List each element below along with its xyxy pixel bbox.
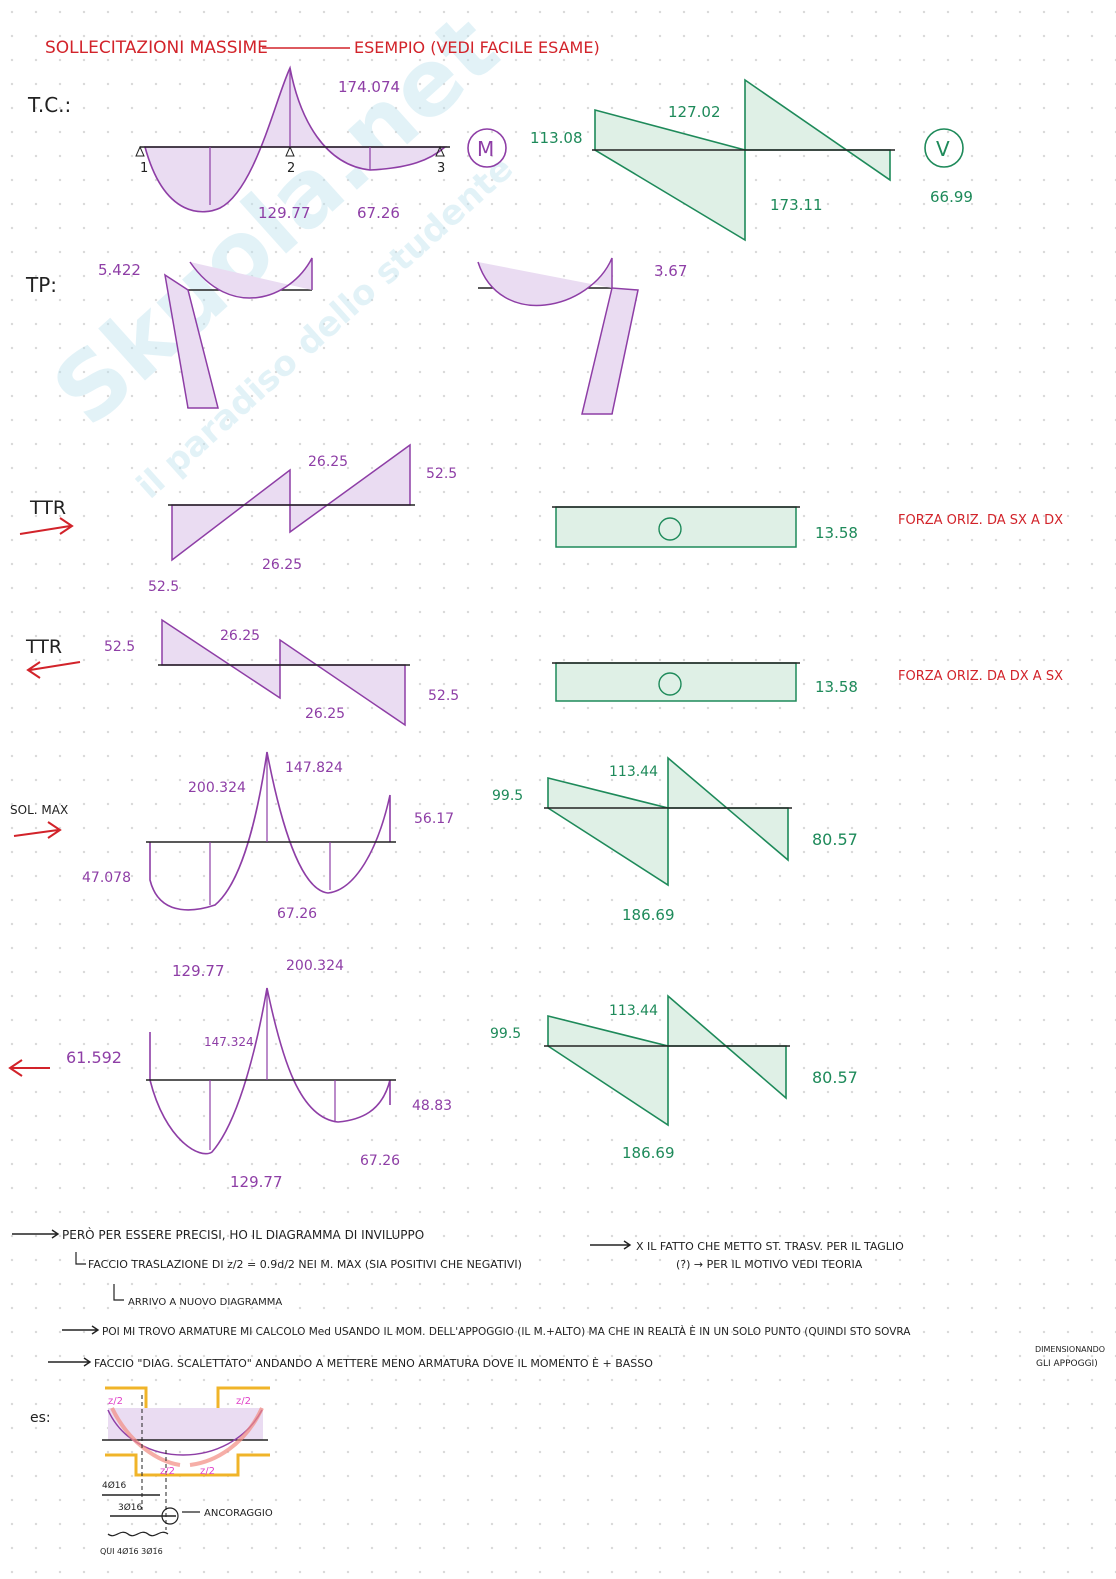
ttr2-shear-diagram [552,662,800,702]
tp-left-value: 5.422 [98,261,141,279]
solmax2-v-mid-bottom: 186.69 [622,1144,675,1162]
ttr2-label: TTR [25,636,62,658]
example-z2-bottom-right: z/2 [200,1466,215,1477]
tp-right-diagram [477,257,639,415]
tc-m-badge: M [477,137,494,161]
ttr1-top-right: 52.5 [426,466,457,482]
note-line2: FACCIO TRASLAZIONE DI z/2 = 0.9d/2 NEI M… [88,1258,522,1271]
solmax1-peak2: 147.824 [285,760,343,776]
note-line1: PERÒ PER ESSERE PRECISI, HO IL DIAGRAMMA… [62,1227,424,1242]
ttr1-bottom-left: 52.5 [148,579,179,595]
note-line3: ARRIVO A NUOVO DIAGRAMMA [128,1297,282,1308]
tc-support-3: 3 [437,161,445,176]
notes-block: PERÒ PER ESSERE PRECISI, HO IL DIAGRAMMA… [12,1227,1105,1370]
ttr2-bottom-right: 52.5 [428,688,459,704]
ttr2-note: FORZA ORIZ. DA DX A SX [898,669,1063,684]
tc-v-badge-circle [924,128,964,168]
solmax2-right: 48.83 [412,1098,452,1114]
example-bar2: 3Ø16 [118,1502,143,1513]
tc-m-peak: 174.074 [338,78,400,96]
ttr2-top-left: 52.5 [104,639,135,655]
ttr1-arrow-right-icon [19,517,74,535]
tc-shear-diagram [592,78,895,242]
tc-m-badge-circle [467,128,507,168]
solmax2-left: 61.592 [66,1048,122,1067]
solmax1-v-mid-top: 113.44 [609,764,658,780]
ttr1-label: TTR [29,497,66,519]
solmax1-arrow-right-icon [13,821,62,839]
solmax1-shear-diagram [544,756,792,887]
ttr2-mid-top: 26.25 [220,628,260,644]
solmax1-v-mid-bottom: 186.69 [622,906,675,924]
ttr1-shear-value: 13.58 [815,524,858,542]
tc-v-left: 113.08 [530,129,583,147]
note-line1-right: X IL FATTO CHE METTO ST. TRASV. PER IL T… [636,1240,904,1253]
solmax2-v-left: 99.5 [490,1026,521,1042]
solmax1-span2: 67.26 [277,906,317,922]
solmax1-moment-diagram [146,751,396,911]
page-title: SOLLECITAZIONI MASSIME [45,38,268,58]
ttr2-arrow-left-icon [26,661,81,679]
note-line4-end: DIMENSIONANDO [1035,1345,1105,1354]
tp-label: TP: [25,273,57,297]
solmax2-v-right: 80.57 [812,1068,858,1087]
solmax1-peak: 200.324 [188,780,246,796]
tc-support-1: 1 [140,161,148,176]
solmax1-span1: 129.77 [172,962,225,980]
example-anchor: ANCORAGGIO [204,1508,273,1519]
ttr1-mid-top: 26.25 [308,454,348,470]
solmax2-span2: 67.26 [360,1153,400,1169]
solmax1-right: 56.17 [414,811,454,827]
tc-support-2: 2 [287,161,295,176]
example-sketch [102,1386,270,1537]
note-line5-end: GLI APPOGGI) [1036,1359,1098,1369]
solmax1-v-right: 80.57 [812,830,858,849]
note-line5: FACCIO "DIAG. SCALETTATO" ANDANDO A METT… [94,1357,653,1370]
tc-v-mid-bottom: 173.11 [770,196,823,214]
title-suffix: ESEMPIO (VEDI FACILE ESAME) [354,38,600,57]
note-line1-right2: (?) → PER IL MOTIVO VEDI TEORIA [676,1258,863,1271]
example-z2-bottom-left: z/2 [160,1466,175,1477]
ttr2-shear-value: 13.58 [815,678,858,696]
solmax2-peak: 200.324 [286,958,344,974]
watermark: Skuola.net il paradiso dello studente [33,0,521,507]
ttr2-moment-diagram [158,618,410,727]
solmax2-peak2: 147.324 [204,1035,254,1049]
solmax1-label: SOL. MAX [10,803,68,817]
solmax2-v-mid-top: 113.44 [609,1003,658,1019]
ttr2-mid-bottom: 26.25 [305,706,345,722]
ttr1-mid-bottom: 26.25 [262,557,302,573]
example-bar3: QUI 4Ø16 3Ø16 [100,1546,163,1556]
tc-v-right: 66.99 [930,188,973,206]
tc-label: T.C.: [27,93,71,117]
tc-moment-diagram [135,65,450,213]
note-line4: POI MI TROVO ARMATURE MI CALCOLO Med USA… [102,1325,911,1338]
tc-m-span2: 67.26 [357,204,400,222]
tc-m-span1: 129.77 [258,204,311,222]
solmax2-moment-diagram [146,987,396,1155]
ttr1-note: FORZA ORIZ. DA SX A DX [898,513,1063,528]
tp-right-value: 3.67 [654,262,687,280]
tc-v-mid-top: 127.02 [668,103,721,121]
ttr1-shear-diagram [552,506,800,548]
solmax2-arrow-left-icon [8,1059,50,1077]
solmax1-v-left: 99.5 [492,788,523,804]
example-z2-top-right: z/2 [236,1396,251,1407]
example-bar1: 4Ø16 [102,1480,127,1491]
example-z2-top-left: z/2 [108,1396,123,1407]
solmax1-left: 47.078 [82,870,131,886]
tp-left-diagram [163,257,313,409]
solmax2-shear-diagram [544,994,790,1127]
ttr1-moment-diagram [168,443,415,562]
tc-v-badge: V [936,137,950,161]
solmax2-span1: 129.77 [230,1173,283,1191]
example-label: es: [30,1410,51,1426]
